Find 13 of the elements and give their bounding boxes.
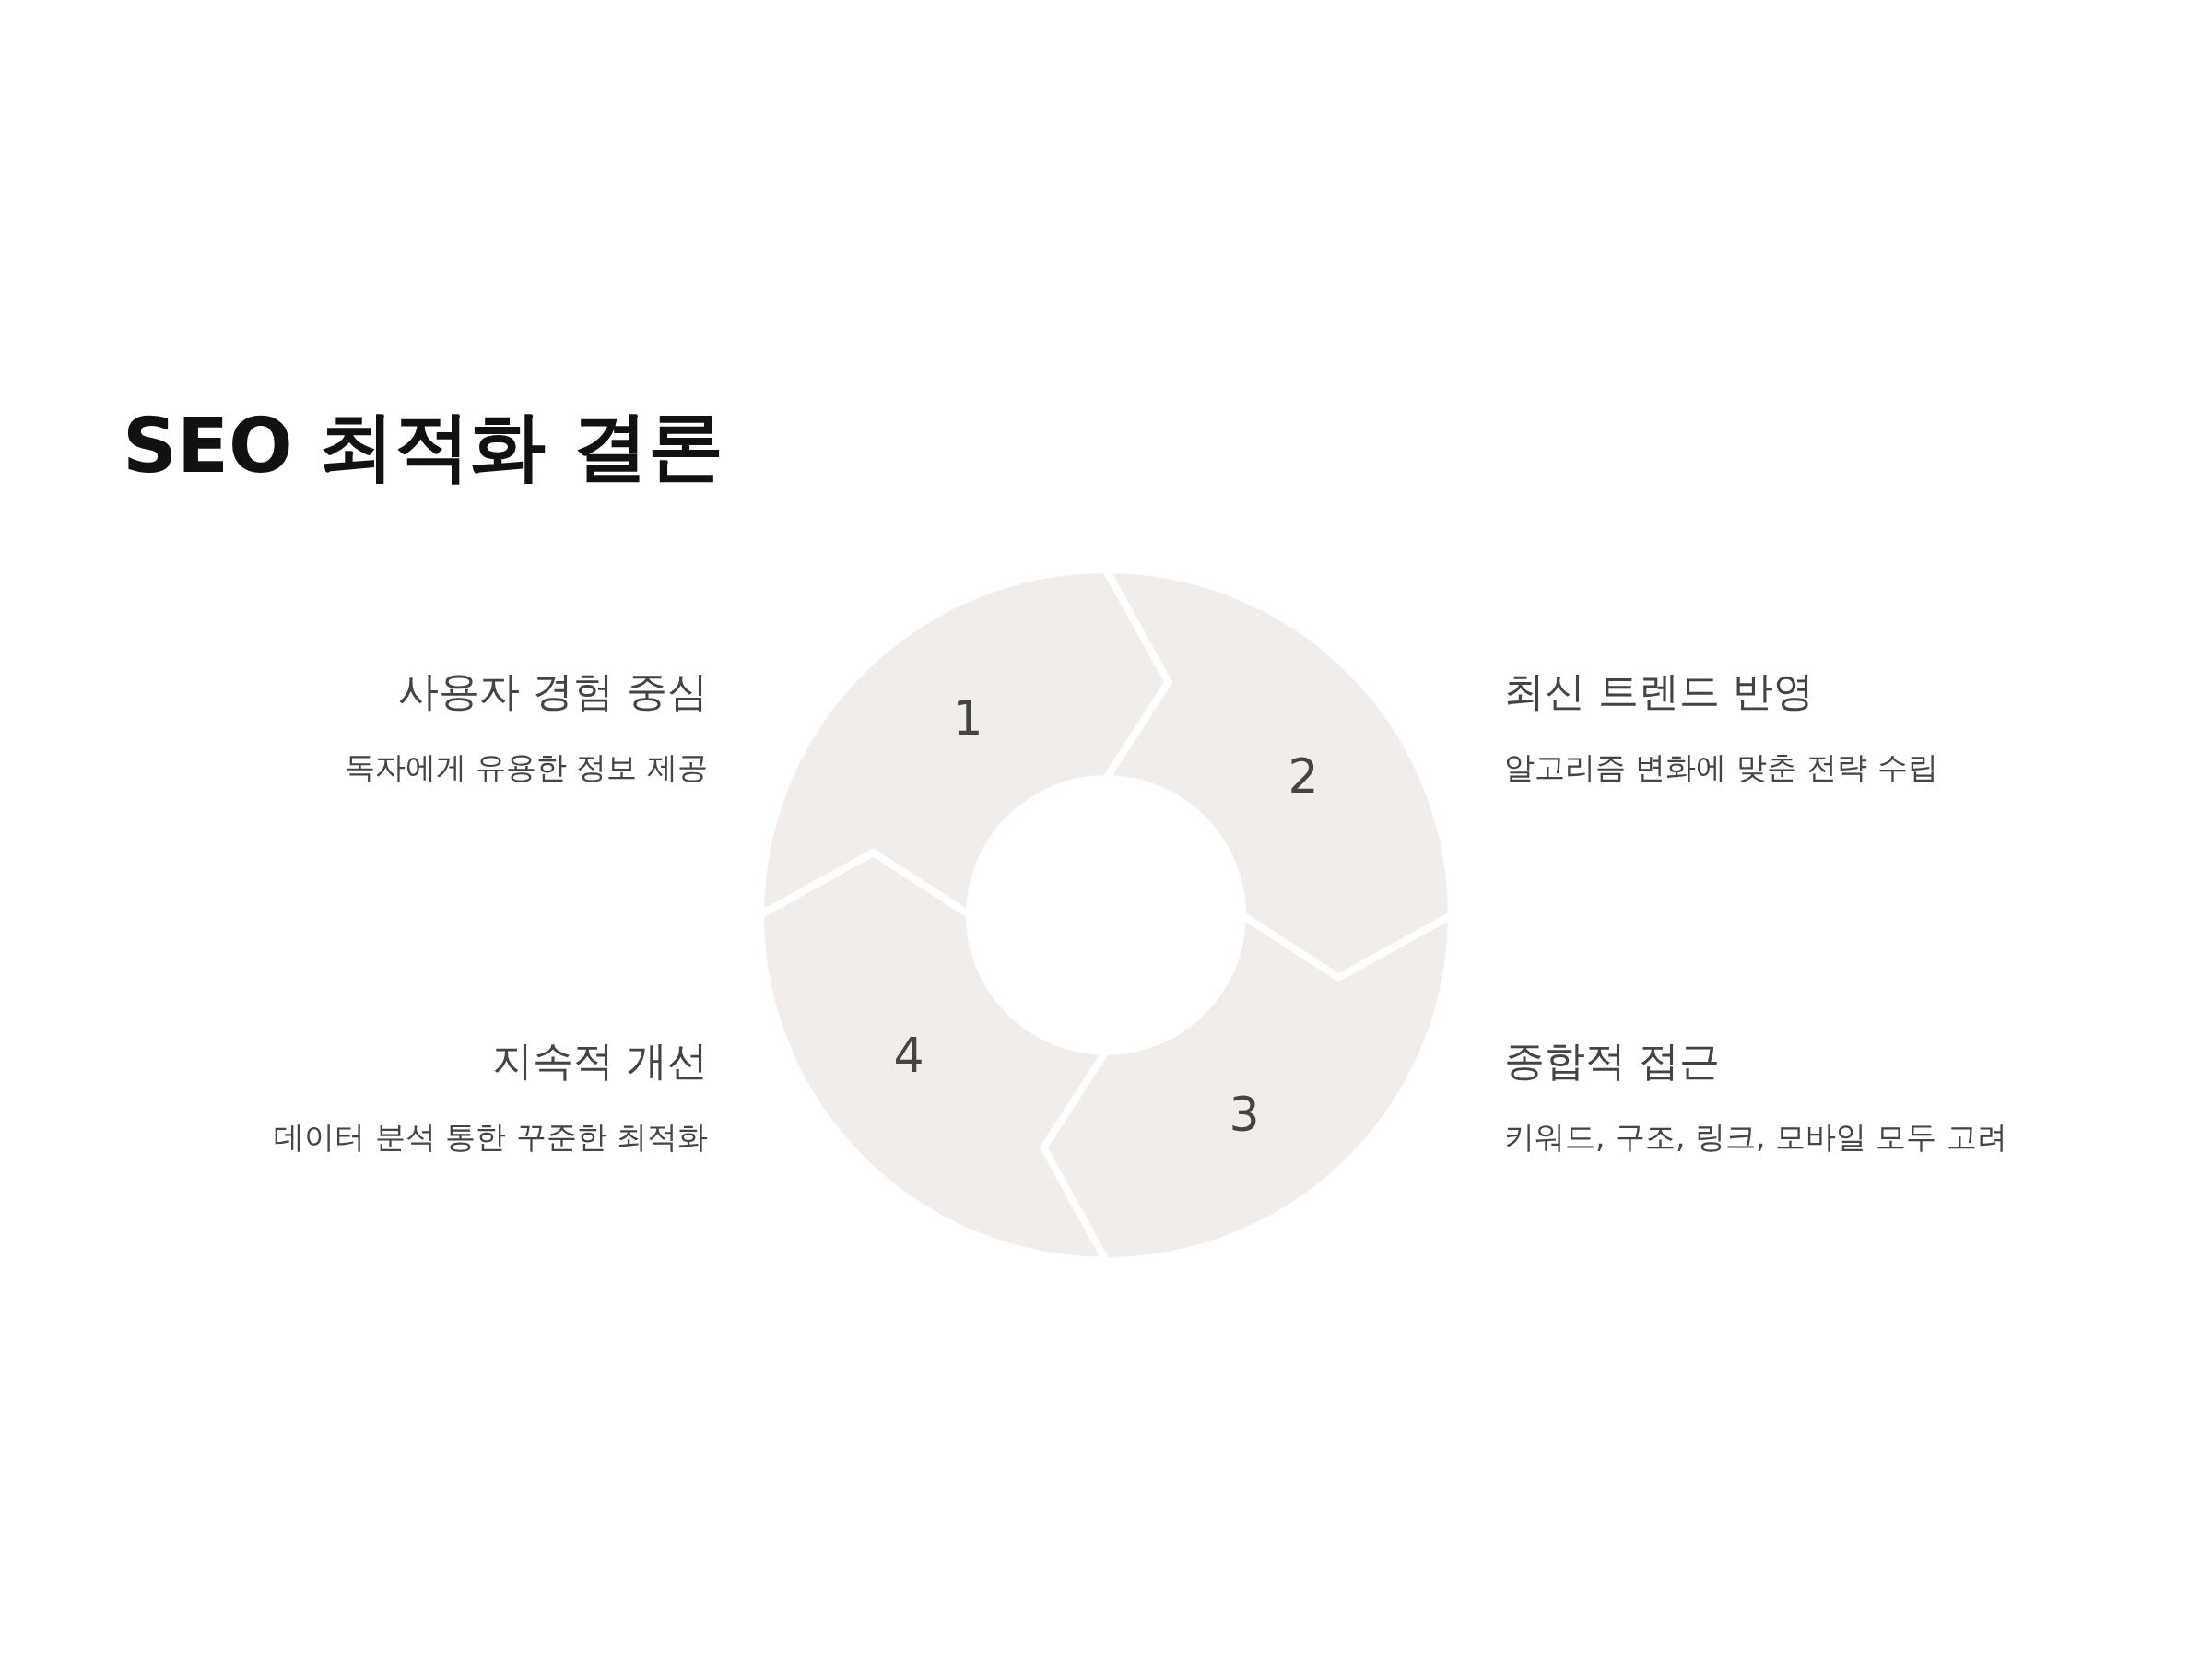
title: SEO 최적화 결론: [123, 401, 724, 491]
step-number: 3: [1228, 1086, 1261, 1144]
step-heading: 사용자 경험 중심: [398, 666, 708, 717]
step-number: 1: [951, 689, 984, 747]
step-heading: 최신 트렌드 반영: [1504, 666, 1814, 717]
step-description: 독자에게 유용한 정보 제공: [344, 747, 708, 787]
step-number: 4: [892, 1027, 925, 1085]
step-heading: 지속적 개선: [492, 1036, 708, 1087]
step-description: 키워드, 구조, 링크, 모바일 모두 고려: [1504, 1117, 2007, 1157]
step-description: 알고리즘 변화에 맞춘 전략 수립: [1504, 747, 1938, 787]
step-heading: 종합적 접근: [1504, 1036, 1720, 1087]
step-description: 데이터 분석 통한 꾸준한 최적화: [274, 1117, 708, 1157]
step-number: 2: [1287, 747, 1320, 806]
